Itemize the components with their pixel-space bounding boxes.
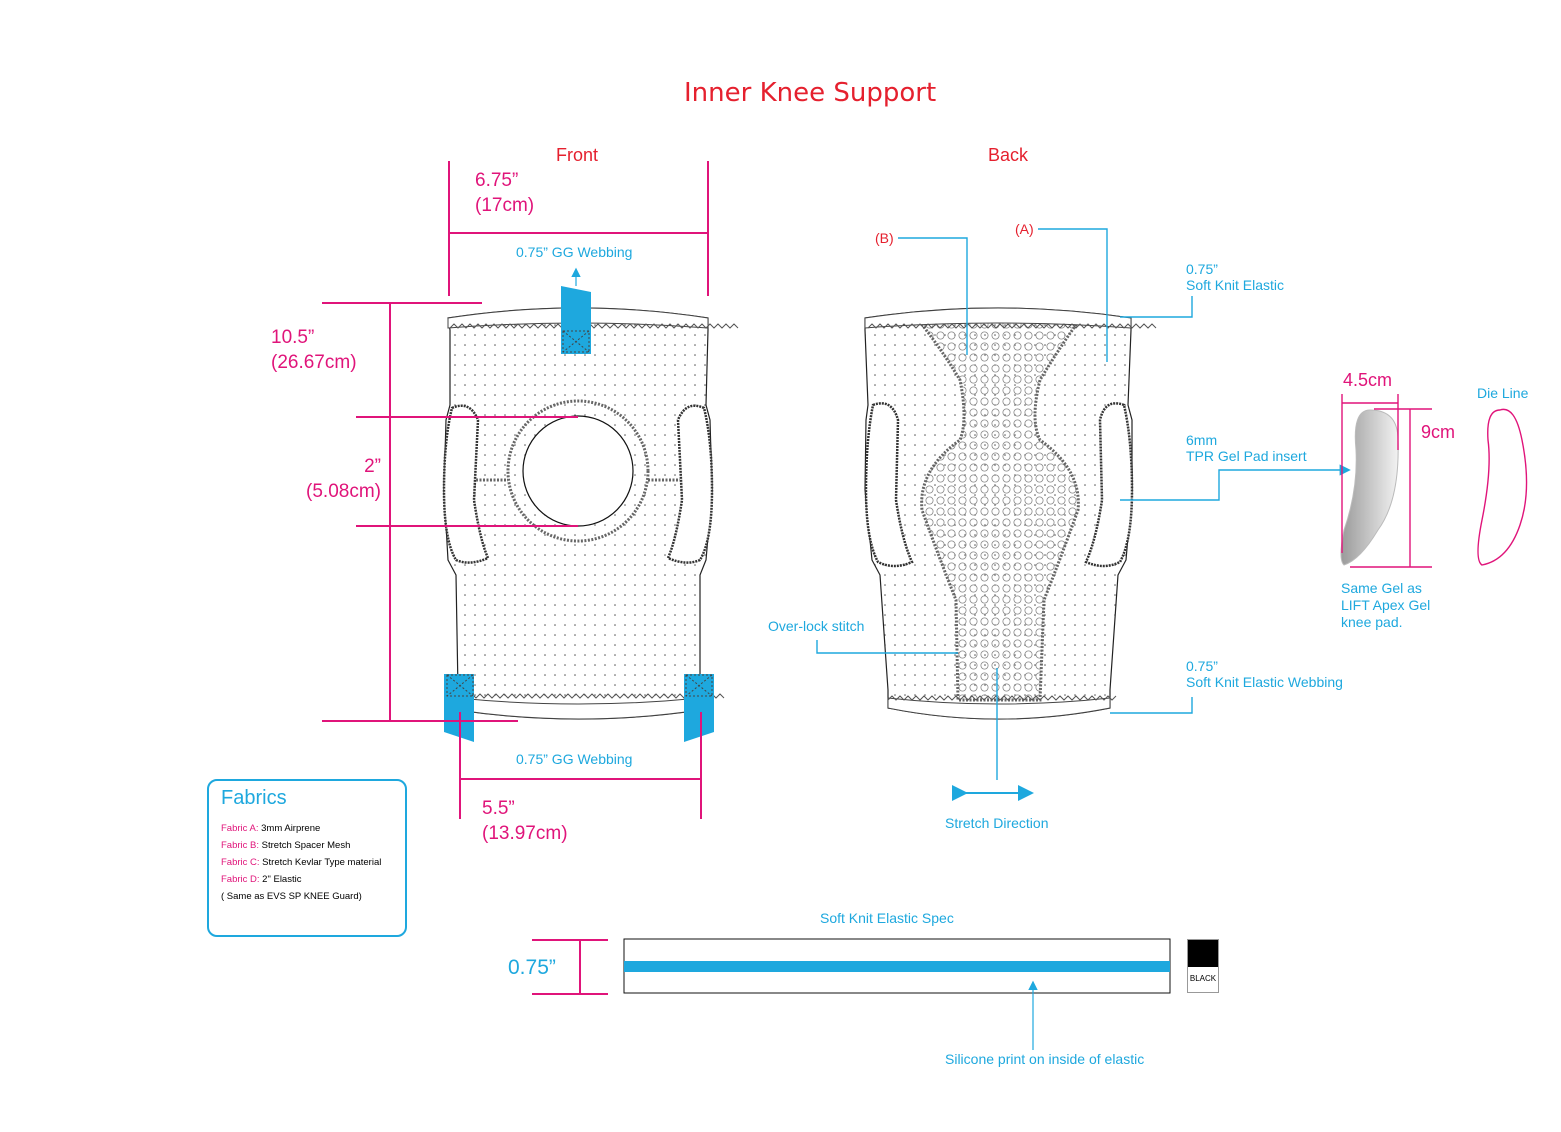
page-title: Inner Knee Support bbox=[684, 78, 937, 108]
back-left-pocket bbox=[864, 402, 914, 568]
front-opening-cm: (5.08cm) bbox=[306, 481, 381, 502]
fabric-item: Fabric B: Stretch Spacer Mesh bbox=[221, 840, 350, 851]
back-leaders bbox=[816, 228, 1351, 801]
top-elastic-label: 0.75” Soft Knit Elastic bbox=[1186, 261, 1284, 293]
bottom-webbing-label: 0.75” GG Webbing bbox=[516, 751, 633, 767]
gel-pad-thickness: 6mm bbox=[1186, 432, 1218, 448]
back-view bbox=[864, 307, 1157, 720]
front-height-in: 10.5” bbox=[271, 327, 315, 348]
fabric-key: Fabric B: bbox=[221, 840, 260, 851]
front-bottom-right-webbing bbox=[684, 674, 714, 742]
front-opening-in: 2” bbox=[364, 456, 381, 477]
silicone-print-note: Silicone print on inside of elastic bbox=[945, 1051, 1145, 1067]
front-height-cm: (26.67cm) bbox=[271, 352, 357, 373]
fabric-value: 3mm Airprene bbox=[258, 823, 321, 834]
gel-note-line: knee pad. bbox=[1341, 614, 1403, 630]
gel-pad bbox=[1340, 394, 1528, 568]
gel-pad-type: TPR Gel Pad insert bbox=[1186, 448, 1307, 464]
front-bottom-width-in: 5.5” bbox=[482, 798, 515, 819]
gel-note: Same Gel as LIFT Apex Gel knee pad. bbox=[1341, 580, 1430, 631]
patella-opening bbox=[522, 415, 634, 527]
overlock-stitch-label: Over-lock stitch bbox=[768, 618, 865, 634]
back-right-pocket bbox=[1084, 402, 1134, 568]
bottom-elastic-label: 0.75” Soft Knit Elastic Webbing bbox=[1186, 658, 1343, 690]
fabric-item: Fabric C: Stretch Kevlar Type material bbox=[221, 857, 381, 868]
front-top-width-cm: (17cm) bbox=[475, 195, 535, 216]
fabric-value: 2" Elastic bbox=[259, 874, 302, 885]
gel-pad-shape bbox=[1340, 409, 1399, 566]
front-view-label: Front bbox=[556, 145, 599, 165]
fabric-key: Fabric A: bbox=[221, 823, 259, 834]
front-height-dimension: 10.5” (26.67cm) bbox=[271, 325, 357, 375]
gel-pad-label: 6mm TPR Gel Pad insert bbox=[1186, 432, 1307, 464]
fabric-key: Fabric D: bbox=[221, 874, 260, 885]
gel-note-line: LIFT Apex Gel bbox=[1341, 597, 1431, 613]
top-elastic-size: 0.75” bbox=[1186, 261, 1218, 277]
color-swatch-black: BLACK bbox=[1187, 939, 1219, 993]
fabric-b-callout: (B) bbox=[875, 230, 894, 246]
front-top-width-dimension: 6.75” (17cm) bbox=[475, 168, 534, 218]
front-view bbox=[442, 267, 739, 742]
fabric-value: Stretch Kevlar Type material bbox=[259, 857, 382, 868]
front-top-width-in: 6.75” bbox=[475, 170, 519, 191]
fabrics-legend: Fabrics Fabric A: 3mm Airprene Fabric B:… bbox=[207, 779, 407, 937]
silicone-stripe bbox=[624, 961, 1170, 972]
front-left-pocket bbox=[442, 404, 490, 564]
front-top-webbing bbox=[561, 286, 591, 354]
bottom-elastic-type: Soft Knit Elastic Webbing bbox=[1186, 674, 1343, 690]
fabric-item: Fabric D: 2" Elastic bbox=[221, 874, 301, 885]
front-opening-dimension: 2” (5.08cm) bbox=[305, 454, 381, 504]
fabrics-title: Fabrics bbox=[221, 787, 287, 809]
stretch-direction-label: Stretch Direction bbox=[945, 815, 1049, 831]
swatch-fill bbox=[1188, 940, 1218, 967]
bottom-elastic-size: 0.75” bbox=[1186, 658, 1218, 674]
elastic-spec-title: Soft Knit Elastic Spec bbox=[820, 910, 954, 926]
elastic-width-dimension: 0.75” bbox=[508, 956, 556, 979]
fabric-a-callout: (A) bbox=[1015, 221, 1034, 237]
gel-width-dimension: 4.5cm bbox=[1343, 370, 1393, 390]
die-line-label: Die Line bbox=[1477, 385, 1529, 401]
top-webbing-label: 0.75” GG Webbing bbox=[516, 244, 633, 260]
front-bottom-width-dimension: 5.5” (13.97cm) bbox=[482, 796, 568, 846]
fabric-item: Fabric A: 3mm Airprene bbox=[221, 823, 320, 834]
die-line-shape bbox=[1477, 408, 1528, 566]
gel-note-line: Same Gel as bbox=[1341, 580, 1422, 596]
fabric-key: Fabric C: bbox=[221, 857, 260, 868]
top-elastic-type: Soft Knit Elastic bbox=[1186, 277, 1285, 293]
patella-ring-stitch bbox=[506, 399, 650, 543]
swatch-label: BLACK bbox=[1189, 974, 1217, 983]
fabric-value: Stretch Spacer Mesh bbox=[259, 840, 351, 851]
elastic-spec-drawing bbox=[532, 938, 1171, 1050]
front-right-pocket bbox=[666, 404, 714, 564]
front-dimensions bbox=[322, 161, 709, 819]
fabric-footnote: ( Same as EVS SP KNEE Guard) bbox=[221, 891, 362, 902]
back-view-label: Back bbox=[988, 145, 1029, 165]
gel-height-dimension: 9cm bbox=[1421, 422, 1456, 442]
front-bottom-width-cm: (13.97cm) bbox=[482, 823, 568, 844]
